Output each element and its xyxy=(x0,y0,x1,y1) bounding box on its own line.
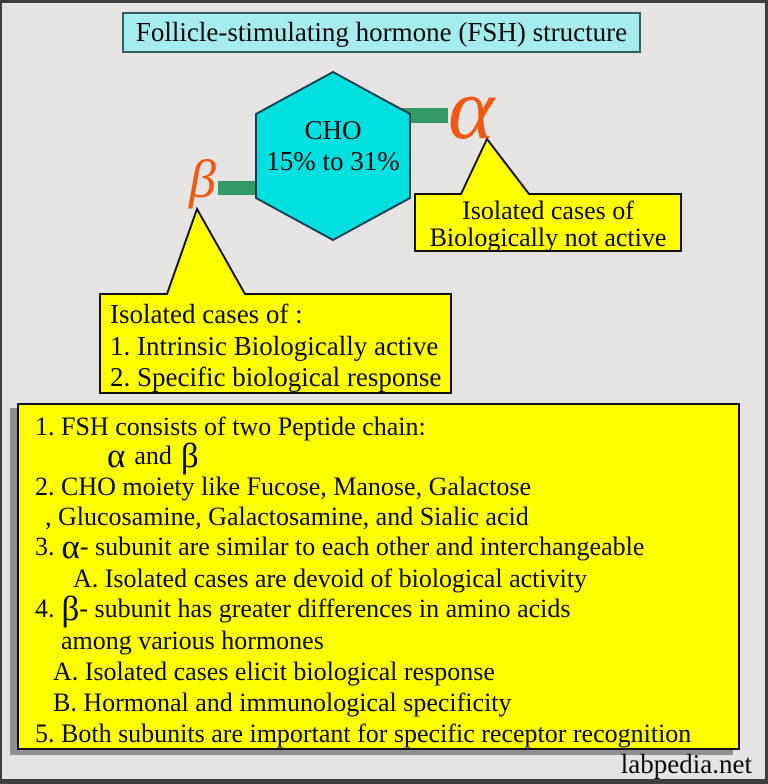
beta-callout: Isolated cases of : 1. Intrinsic Biologi… xyxy=(110,299,455,394)
notes-line-9: A. Isolated cases elicit biological resp… xyxy=(53,657,495,686)
notes-line-1: 1. FSH consists of two Peptide chain: xyxy=(35,412,426,441)
notes-line-10: B. Hormonal and immunological specificit… xyxy=(53,688,512,717)
alpha-glyph: α xyxy=(107,436,126,475)
alpha-subunit-symbol: α xyxy=(448,61,495,158)
notes-line-8: among various hormones xyxy=(61,626,324,655)
notes-line-4: , Glucosamine, Galactosamine, and Sialic… xyxy=(45,502,529,531)
cho-label-line2: 15% to 31% xyxy=(266,146,400,176)
notes-line-11: 5. Both subunits are important for speci… xyxy=(35,719,692,748)
beta-callout-bubble xyxy=(99,206,452,394)
alpha-callout-line1: Isolated cases of xyxy=(462,196,634,225)
notes-line-7-text: - subunit has greater differences in ami… xyxy=(79,594,571,623)
notes-line-5-text: - subunit are similar to each other and … xyxy=(79,532,645,561)
alpha-callout: Isolated cases of Biologically not activ… xyxy=(415,197,681,251)
beta-callout-line2: 1. Intrinsic Biologically active xyxy=(110,330,439,361)
beta-glyph: β xyxy=(180,436,199,475)
and-word: and xyxy=(134,441,172,470)
diagram-title-text: Follicle-stimulating hormone (FSH) struc… xyxy=(135,17,628,47)
cho-hexagon xyxy=(255,70,411,242)
notes-line-6: A. Isolated cases are devoid of biologic… xyxy=(73,564,588,593)
notes-line-5-number: 3. xyxy=(35,532,55,561)
alpha-glyph: α xyxy=(61,527,80,566)
beta-connector-bar xyxy=(218,181,264,195)
notes-line-7-number: 4. xyxy=(35,594,55,623)
alpha-callout-bubble xyxy=(414,137,682,252)
watermark-labpedia: labpedia.net xyxy=(620,749,752,779)
alpha-connector-bar xyxy=(402,108,448,123)
beta-callout-line1: Isolated cases of : xyxy=(110,299,303,329)
notes-line-5: 3.α- subunit are similar to each other a… xyxy=(35,529,645,564)
diagram-title: Follicle-stimulating hormone (FSH) struc… xyxy=(122,12,641,53)
beta-callout-line3: 2. Specific biological response xyxy=(110,362,442,392)
notes-line-3: 2. CHO moiety like Fucose, Manose, Galac… xyxy=(35,472,532,501)
notes-line-7: 4.β- subunit has greater differences in … xyxy=(35,591,571,626)
alpha-callout-line2: Biologically not active xyxy=(429,223,667,252)
cho-hexagon-label: CHO 15% to 31% xyxy=(256,115,410,177)
beta-glyph: β xyxy=(61,589,80,628)
cho-label-line1: CHO xyxy=(304,115,362,145)
beta-subunit-symbol: β xyxy=(189,149,216,209)
